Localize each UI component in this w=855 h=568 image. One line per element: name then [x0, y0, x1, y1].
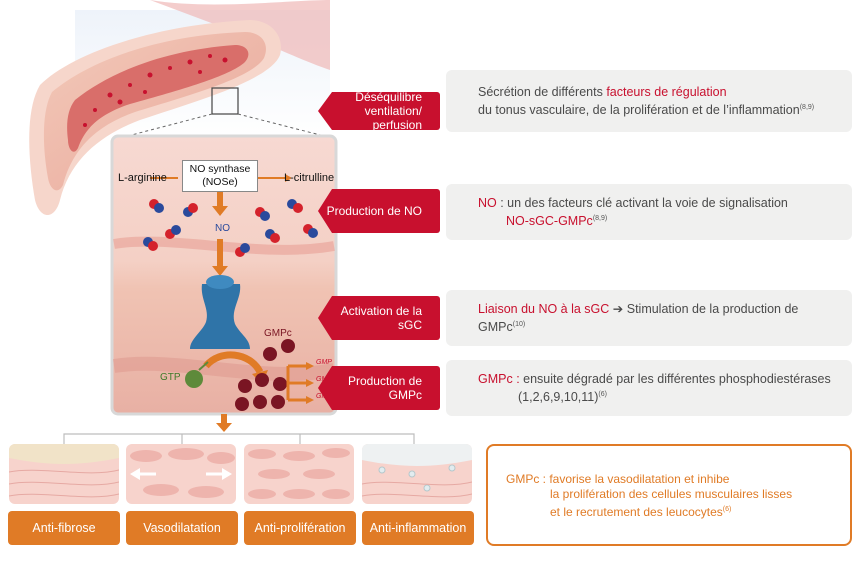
gmp-label-1: GMP [316, 359, 332, 366]
effect-vasodilatation: Vasodilatation [126, 511, 238, 545]
step-label-production-no: Production de NO [318, 189, 440, 233]
step-desc-production-no: NO : un des facteurs clé activant la voi… [446, 184, 852, 240]
tile-image-vasodilatation [126, 444, 236, 504]
zoom-square [211, 87, 239, 115]
arrow-right-icon [206, 468, 232, 480]
tile-image-fibrose [9, 444, 119, 504]
nos-line2: (NOSe) [202, 176, 238, 188]
l-citrulline-label: L-citrulline [284, 172, 335, 184]
effect-anti-inflammation: Anti-inflammation [362, 511, 474, 545]
gmpc-summary-box: GMPc : favorise la vasodilatation et inh… [486, 444, 852, 546]
effect-anti-proliferation: Anti-prolifération [244, 511, 356, 545]
step-label-production-gmpc: Production de GMPc [318, 366, 440, 410]
gmpc-label: GMPc [264, 328, 292, 339]
step-desc-activation-sgc: Liaison du NO à la sGC ➔ Stimulation de … [446, 290, 852, 346]
connector-bracket [63, 414, 415, 444]
gtp-label: GTP [160, 372, 181, 383]
nos-line1: NO synthase [189, 163, 251, 175]
gmpc-summary-line1: GMPc : favorise la vasodilatation et inh… [506, 472, 730, 486]
gmpc-summary-line3: et le recrutement des leucocytes(6) [550, 505, 732, 519]
nos-box: NO synthase (NOSe) [182, 160, 258, 192]
l-arginine-label: L-arginine [118, 172, 167, 184]
no-label: NO [215, 223, 230, 234]
step-desc-production-gmpc: GMPc : ensuite dégradé par les différent… [446, 360, 852, 416]
effect-anti-fibrose: Anti-fibrose [8, 511, 120, 545]
vessel-illustration [29, 0, 330, 215]
tile-image-inflammation [362, 444, 472, 504]
step-label-activation-sgc: Activation de la sGC [318, 296, 440, 340]
arrow-left-icon [130, 468, 156, 480]
step-desc-desequilibre: Sécrétion de différents facteurs de régu… [446, 70, 852, 132]
step-label-deséquilibre: Déséquilibre ventilation/ perfusion [318, 92, 440, 130]
gmpc-summary-line2: la prolifération des cellules musculaire… [550, 487, 793, 501]
tile-image-proliferation [244, 444, 354, 504]
